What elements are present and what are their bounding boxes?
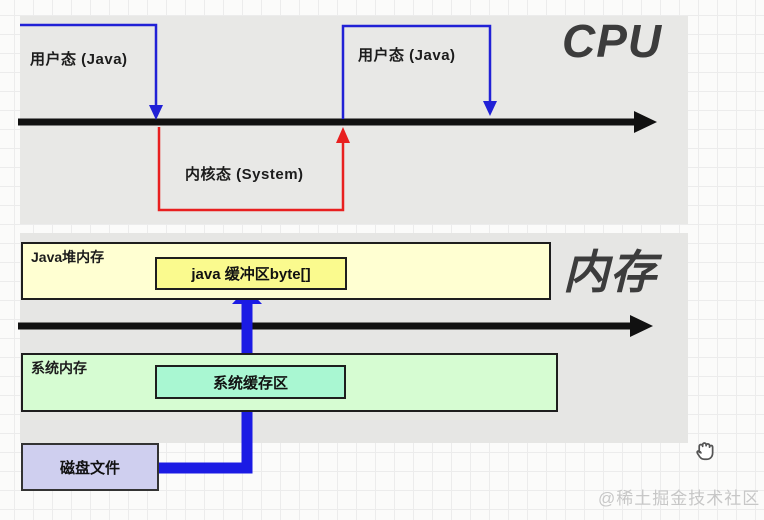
user-mode-label-right: 用户态 (Java) — [358, 47, 456, 64]
java-heap-box: Java堆内存 java 缓冲区byte[] — [21, 242, 551, 300]
user-mode-label-left: 用户态 (Java) — [30, 51, 128, 68]
system-cache-box: 系统缓存区 — [155, 365, 346, 399]
java-buffer-box: java 缓冲区byte[] — [155, 257, 347, 290]
system-memory-box: 系统内存 系统缓存区 — [21, 353, 558, 412]
kernel-mode-label: 内核态 (System) — [185, 166, 304, 183]
system-memory-label: 系统内存 — [31, 360, 87, 376]
cpu-title: CPU — [562, 15, 663, 67]
memory-title: 内存 — [563, 246, 657, 298]
java-heap-label: Java堆内存 — [31, 249, 105, 265]
watermark-text: @稀土掘金技术社区 — [598, 489, 761, 508]
disk-file-box: 磁盘文件 — [21, 443, 159, 491]
grab-hand-cursor-icon — [696, 442, 714, 461]
